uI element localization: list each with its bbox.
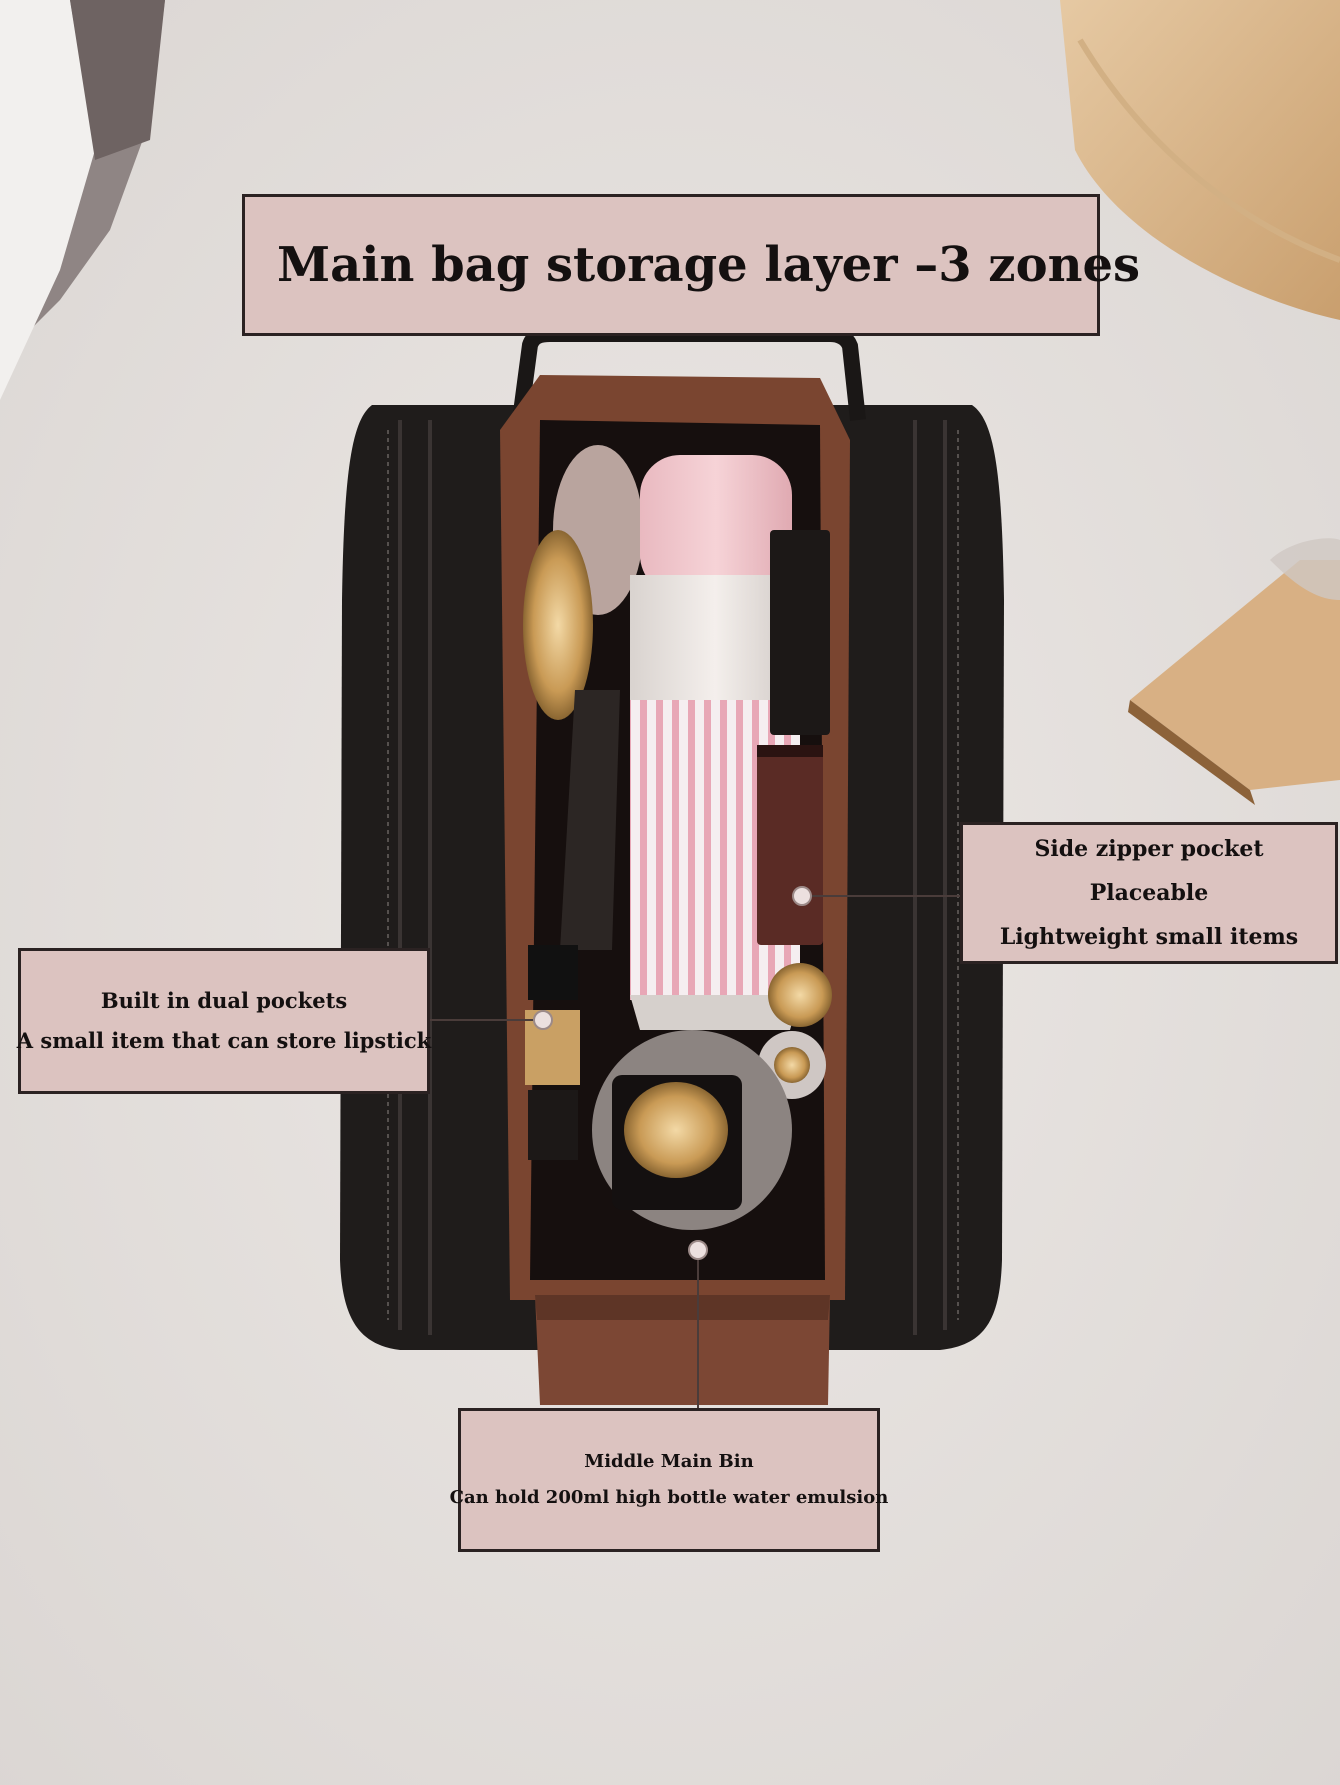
top-left-object (0, 0, 165, 400)
side-pocket-line-2: Placeable (1089, 880, 1209, 906)
dual-pockets-heading: Built in dual pockets (100, 988, 348, 1013)
small-gold-vials (758, 963, 832, 1099)
lipstick-pocket-items (525, 945, 580, 1160)
dual-pockets-callout: Built in dual pockets A small item that … (16, 948, 432, 1094)
side-pocket-heading: Side zipper pocket (1034, 836, 1264, 862)
main-bin-heading: Middle Main Bin (584, 1451, 754, 1472)
side-pocket-callout: Side zipper pocket Placeable Lightweight… (960, 822, 1338, 964)
compact-cases (523, 445, 643, 950)
main-bin-callout: Middle Main Bin Can hold 200ml high bott… (450, 1408, 888, 1552)
lipstick-boxes (757, 530, 830, 945)
dual-pockets-description: A small item that can store lipstick (16, 1028, 432, 1053)
wooden-bowl (1060, 0, 1340, 320)
title-label: Main bag storage layer –3 zones (242, 194, 1140, 336)
side-pocket-line-3: Lightweight small items (999, 924, 1299, 950)
callout-dots (533, 886, 812, 1260)
leader-lines (430, 895, 960, 1408)
round-cream-jar (592, 1030, 792, 1230)
wooden-stand (1128, 538, 1340, 805)
title-text: Main bag storage layer –3 zones (277, 237, 1141, 293)
main-bin-description: Can hold 200ml high bottle water emulsio… (449, 1487, 889, 1508)
